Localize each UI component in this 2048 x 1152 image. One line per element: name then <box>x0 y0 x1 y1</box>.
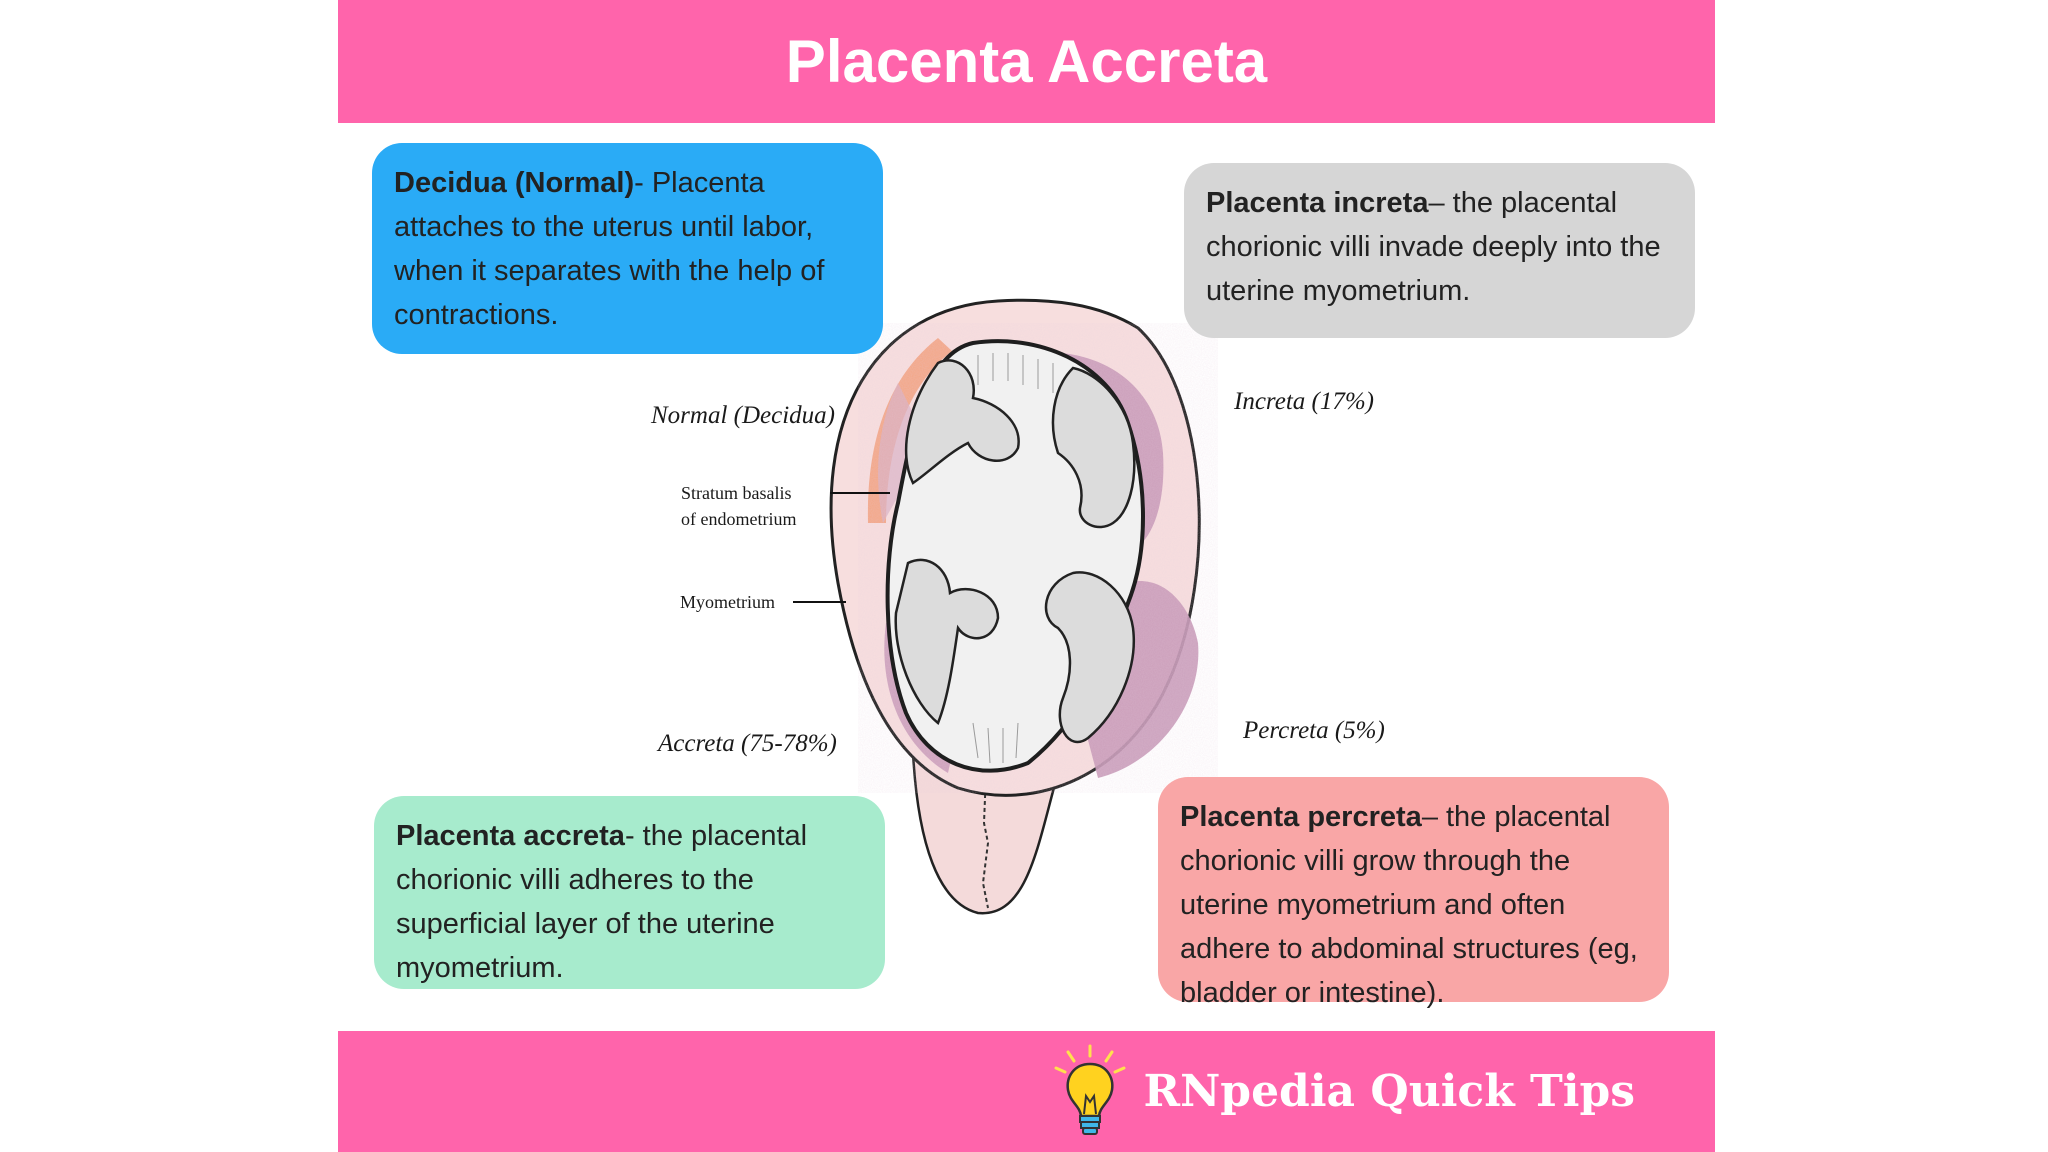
label-normal-decidua: Normal (Decidua) <box>650 402 835 429</box>
label-percreta: Percreta (5%) <box>1242 717 1385 744</box>
footer-band: RNpedia Quick Tips <box>338 1031 1715 1152</box>
decidua-term: Decidua (Normal) <box>394 167 635 199</box>
cervical-canal <box>981 772 990 909</box>
header-band: Placenta Accreta <box>338 0 1715 123</box>
label-myometrium: Myometrium <box>680 592 775 612</box>
villus-upper-left <box>904 359 1020 485</box>
infographic-card: Placenta Accreta <box>338 0 1715 1152</box>
villus-lower-left <box>894 558 1000 726</box>
label-stratum-basalis-2: of endometrium <box>681 509 796 529</box>
brand-name: RNpedia Quick Tips <box>1143 1066 1635 1117</box>
percreta-term: Placenta percreta <box>1180 801 1422 833</box>
brand: RNpedia Quick Tips <box>1050 1031 1635 1152</box>
decidua-text: - Placenta attaches to the uterus until … <box>394 167 825 331</box>
accreta-text: - the placental chorionic villi adheres … <box>396 820 808 984</box>
uterus-diagram: Normal (Decidua) Increta (17%) Accreta (… <box>650 298 1385 915</box>
villus-upper-right <box>1051 366 1136 529</box>
percreta-text: – the placental chorionic villi grow thr… <box>1180 801 1638 1009</box>
villus-lower-right <box>1044 571 1135 744</box>
lightbulb-icon <box>1054 1044 1126 1135</box>
decidua-box: Decidua (Normal)- Placenta attaches to t… <box>372 143 883 354</box>
label-accreta: Accreta (75-78%) <box>656 730 837 757</box>
cavity-texture <box>972 353 1054 764</box>
label-stratum-basalis-1: Stratum basalis <box>681 483 792 503</box>
percreta-box: Placenta percreta– the placental chorion… <box>1158 777 1669 1009</box>
accreta-term: Placenta accreta <box>396 820 625 852</box>
page-title: Placenta Accreta <box>785 28 1268 95</box>
accreta-box: Placenta accreta- the placental chorioni… <box>374 796 885 989</box>
increta-box: Placenta increta– the placental chorioni… <box>1184 163 1695 338</box>
label-increta: Increta (17%) <box>1233 388 1374 415</box>
increta-text: – the placental chorionic villi invade d… <box>1206 187 1661 307</box>
chorionic-villi <box>894 359 1136 744</box>
increta-term: Placenta increta <box>1206 187 1429 219</box>
